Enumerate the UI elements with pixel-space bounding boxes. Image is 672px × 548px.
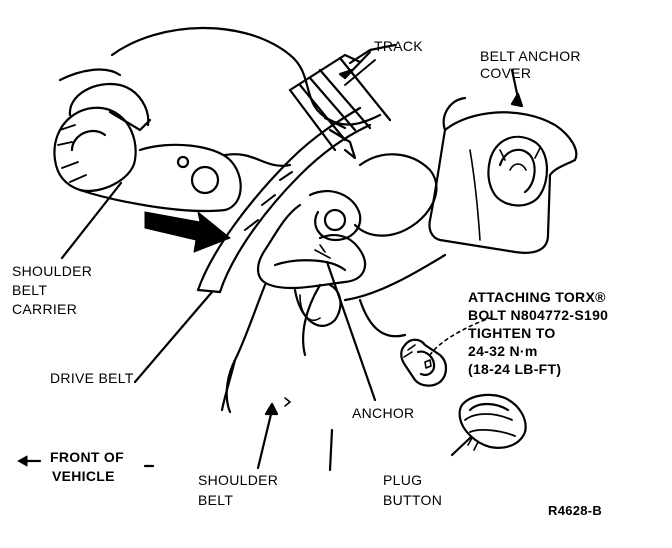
label-track: TRACK xyxy=(374,38,423,54)
label-line: VEHICLE xyxy=(52,468,115,484)
left-arrow-icon xyxy=(17,455,155,468)
label-line: TIGHTEN TO xyxy=(468,325,556,341)
figure-id: R4628-B xyxy=(548,503,603,518)
torx-bolt xyxy=(400,317,491,387)
shoulder-belt xyxy=(220,283,342,472)
label-line: (18-24 LB-FT) xyxy=(468,361,562,377)
label-line: 24-32 N·m xyxy=(468,343,538,359)
direction-arrow xyxy=(144,211,231,253)
cover-leader-line xyxy=(510,68,520,100)
anchor-leader-line xyxy=(325,260,377,402)
label-line: CARRIER xyxy=(12,301,78,317)
seat-outline-mid xyxy=(353,153,438,237)
label-line: FRONT OF xyxy=(50,449,124,465)
anchor xyxy=(257,190,377,402)
label-line: BELT xyxy=(12,282,48,298)
label-line: BELT ANCHOR xyxy=(480,48,581,64)
label-line: PLUG xyxy=(383,472,423,488)
label-anchor: ANCHOR xyxy=(352,405,415,421)
label-line: ATTACHING TORX® xyxy=(468,289,606,305)
label-line: BOLT N804772-S190 xyxy=(468,307,609,323)
plug-leader-line xyxy=(450,436,472,457)
label-line: BELT xyxy=(198,492,234,508)
label-line: BUTTON xyxy=(383,492,443,508)
label-belt-anchor-cover: BELT ANCHOR COVER xyxy=(480,48,581,82)
carrier-leader-line xyxy=(60,181,123,260)
label-drive-belt: DRIVE BELT xyxy=(50,370,134,386)
label-line: COVER xyxy=(480,65,532,81)
label-attaching-bolt: ATTACHING TORX® BOLT N804772-S190 TIGHTE… xyxy=(468,288,608,378)
label-line: SHOULDER xyxy=(198,472,279,488)
drive-belt-leader-line xyxy=(133,290,214,384)
shoulder-belt-carrier xyxy=(53,68,242,260)
seat-outline-right xyxy=(343,253,447,302)
track xyxy=(288,43,397,160)
label-shoulder-belt-carrier: SHOULDER BELT CARRIER xyxy=(12,262,92,319)
belt-anchor-cover xyxy=(428,68,578,254)
shoulder-belt-leader-line xyxy=(256,408,274,470)
label-line: SHOULDER xyxy=(12,263,93,279)
seat-back-outline xyxy=(110,26,382,126)
plug-button xyxy=(450,393,527,457)
label-plug-button: PLUG BUTTON xyxy=(383,470,442,510)
drive-belt xyxy=(133,106,372,384)
seat-outline-right-lower xyxy=(358,298,407,338)
label-shoulder-belt: SHOULDER BELT xyxy=(198,470,278,510)
label-front-of-vehicle: FRONT OF VEHICLE xyxy=(50,448,124,486)
